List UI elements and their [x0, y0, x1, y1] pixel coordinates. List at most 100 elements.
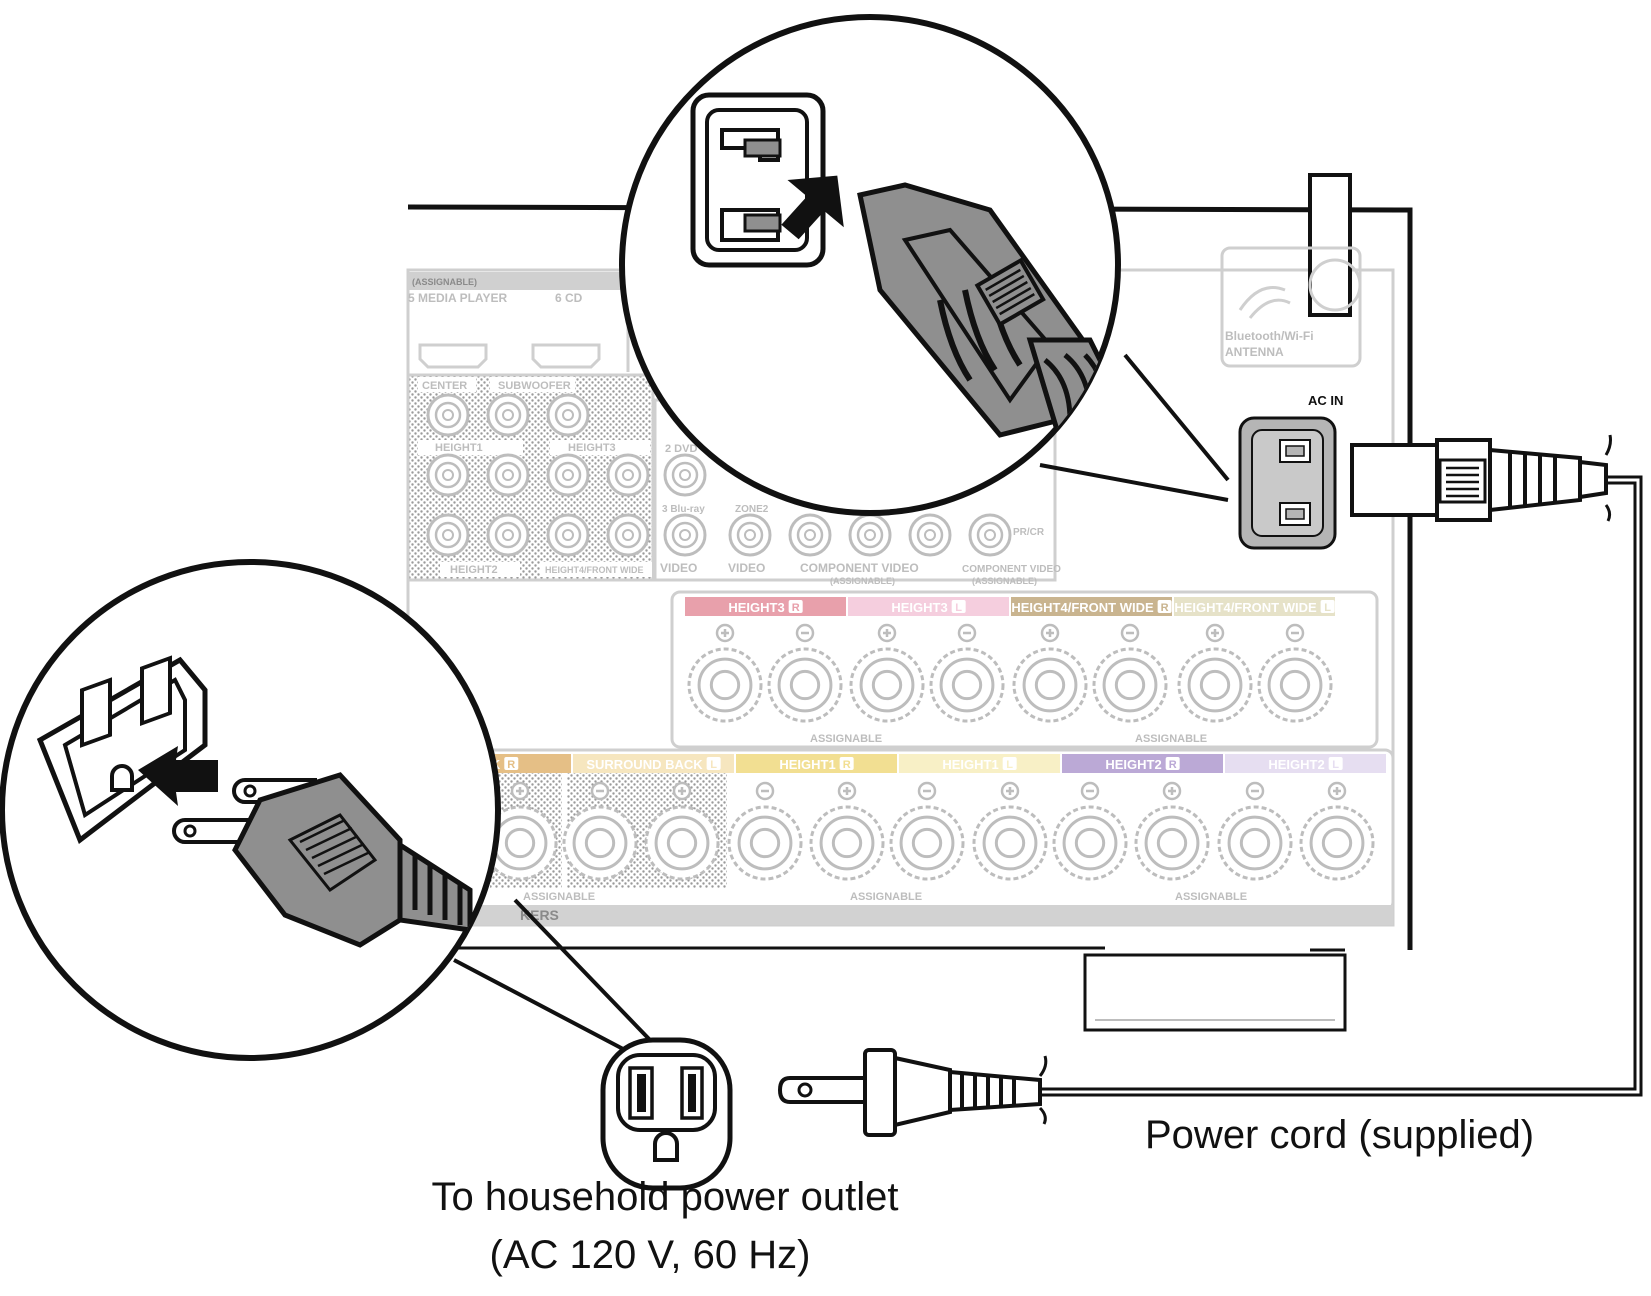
speaker-side-badge: [1157, 600, 1172, 613]
speaker-channel-label: HEIGHT1: [942, 757, 998, 772]
speaker-binding-post: [849, 623, 925, 723]
speaker-side-letter: R: [507, 759, 515, 771]
subwoofer-label: SUBWOOFER: [498, 380, 571, 392]
outlet-zoom-callout: [0, 559, 652, 1061]
speaker-side-letter: L: [1006, 759, 1013, 771]
height3-pre-label: HEIGHT3: [568, 442, 616, 454]
speaker-binding-post: [1257, 623, 1333, 723]
speaker-side-badge: [504, 757, 519, 770]
speaker-binding-post: [1299, 781, 1375, 881]
assignable-row2-a: ASSIGNABLE: [523, 891, 595, 903]
speaker-binding-post: [687, 623, 763, 723]
assignable-row1-b: ASSIGNABLE: [1135, 733, 1207, 745]
assignable-row2-c: ASSIGNABLE: [1175, 891, 1247, 903]
height1-pre-label: HEIGHT1: [435, 442, 483, 454]
speaker-binding-post: [929, 623, 1005, 723]
component-assignable-label: (ASSIGNABLE): [830, 576, 895, 586]
iec-plug: [1350, 434, 1612, 522]
antenna-connector: Bluetooth/Wi-Fi ANTENNA: [1220, 173, 1362, 368]
pre-out-jack: [486, 453, 530, 497]
speaker-side-letter: L: [1324, 602, 1331, 614]
speaker-channel-strip: [1062, 754, 1223, 773]
speaker-channel-label: HEIGHT1: [779, 757, 835, 772]
speaker-channel-strip: [685, 597, 846, 616]
speaker-binding-post: [809, 781, 885, 881]
pre-out-jack: [486, 513, 530, 557]
video-jack: [663, 453, 707, 497]
speaker-channel-label: HEIGHT3: [891, 600, 947, 615]
speaker-side-badge: [1165, 757, 1180, 770]
hdmi-port-6: [531, 343, 601, 369]
speaker-side-letter: R: [843, 759, 851, 771]
video-jack: [908, 513, 952, 557]
speaker-side-letter: L: [955, 602, 962, 614]
pre-out-jack: [426, 453, 470, 497]
household-plug: [777, 1048, 1048, 1137]
speaker-channel-strip: [848, 597, 1009, 616]
height4-pre-label: HEIGHT4/FRONT WIDE: [545, 565, 644, 575]
component-out-assignable-label: (ASSIGNABLE): [972, 576, 1037, 586]
speaker-side-badge: [788, 600, 803, 613]
speaker-side-badge: [1320, 600, 1335, 613]
cd-label: 6 CD: [555, 291, 583, 305]
pre-out-jack: [546, 513, 590, 557]
zone2-label: ZONE2: [735, 504, 769, 515]
speaker-binding-post: [727, 781, 803, 881]
speaker-channel-label: HEIGHT3: [728, 600, 784, 615]
speaker-side-letter: R: [1161, 602, 1169, 614]
speaker-terminals-row2: BACKRSURROUND BACKLHEIGHT1RHEIGHT1LHEIGH…: [406, 748, 1395, 925]
pr-cr-label: PR/CR: [1013, 527, 1045, 538]
pre-out-jack: [606, 513, 650, 557]
speaker-channel-label: HEIGHT4/FRONT WIDE: [1011, 600, 1154, 615]
antenna-label-2: ANTENNA: [1225, 345, 1284, 359]
pre-out-jack: [606, 453, 650, 497]
pre-out-jack: [486, 393, 530, 437]
antenna-label-1: Bluetooth/Wi-Fi: [1225, 329, 1314, 343]
speaker-channel-label: HEIGHT2: [1105, 757, 1161, 772]
speakers-label: KERS: [520, 907, 559, 923]
dvd-label: 2 DVD: [665, 443, 697, 455]
outlet-label-line1: To household power outlet: [432, 1175, 899, 1219]
speaker-binding-post: [767, 623, 843, 723]
outlet-label-line2: (AC 120 V, 60 Hz): [490, 1233, 811, 1277]
height2-pre-label: HEIGHT2: [450, 564, 498, 576]
assignable-row1-a: ASSIGNABLE: [810, 733, 882, 745]
pre-out-block: CENTER SUBWOOFER HEIGHT1 HEIGHT3 HEIGHT2…: [406, 373, 655, 582]
speaker-side-badge: [839, 757, 854, 770]
video-jack: [788, 513, 832, 557]
video-jack: [663, 513, 707, 557]
speaker-terminals-row1: HEIGHT3 R HEIGHT3 L HEIGHT4/FRONT WIDE R HEIGH…: [670, 590, 1379, 749]
speaker-channel-strip: [899, 754, 1060, 773]
ac-in-socket: AC IN: [1238, 393, 1343, 550]
speaker-side-badge: [951, 600, 966, 613]
speaker-binding-post: [1177, 623, 1253, 723]
speaker-binding-post: [482, 781, 558, 881]
center-label: CENTER: [422, 380, 467, 392]
receiver-rear-panel: Bluetooth/Wi-Fi ANTENNA AC IN (ASSIGNABL…: [406, 173, 1413, 1032]
pre-out-jack: [546, 393, 590, 437]
speaker-side-letter: L: [710, 759, 717, 771]
speaker-binding-post: [1134, 781, 1210, 881]
speaker-channel-strip: [1174, 597, 1335, 616]
pre-out-jack: [426, 393, 470, 437]
speaker-channel-label: SURROUND BACK: [586, 757, 703, 772]
speaker-binding-post: [644, 781, 720, 881]
speaker-binding-post: [972, 781, 1048, 881]
speaker-binding-post: [1052, 781, 1128, 881]
speaker-side-letter: R: [792, 602, 800, 614]
receiver-foot: [1083, 953, 1347, 1032]
speaker-side-badge: [1328, 757, 1343, 770]
speaker-binding-post: [1217, 781, 1293, 881]
speaker-binding-post: [562, 781, 638, 881]
assignable-row2-b: ASSIGNABLE: [850, 891, 922, 903]
video-out-label: VIDEO: [728, 561, 765, 575]
speaker-channel-strip: [573, 754, 734, 773]
speaker-binding-post: [889, 781, 965, 881]
speaker-side-letter: R: [1169, 759, 1177, 771]
speaker-side-letter: L: [1332, 759, 1339, 771]
speaker-channel-label: HEIGHT4/FRONT WIDE: [1174, 600, 1317, 615]
video-jack: [728, 513, 772, 557]
video-in-label: VIDEO: [660, 561, 697, 575]
speaker-side-badge: [706, 757, 721, 770]
